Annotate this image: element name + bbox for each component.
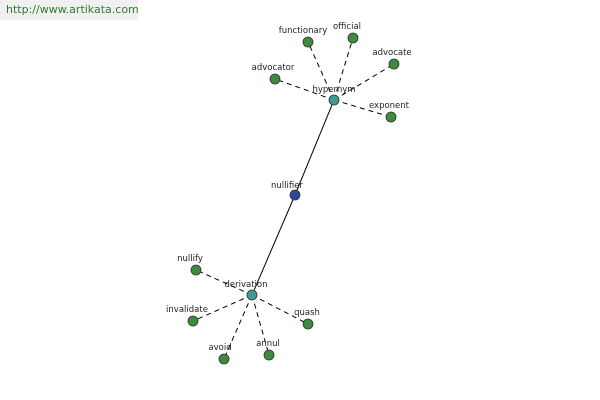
node-annul-label: annul: [256, 339, 280, 349]
node-nullify-dot[interactable]: [190, 264, 202, 276]
node-derivation-dot[interactable]: [246, 289, 258, 301]
edges-layer: [192, 37, 395, 360]
node-derivation-label: derivation: [224, 280, 267, 290]
node-advocate-dot[interactable]: [388, 58, 400, 70]
edge-hypernym-advocate: [333, 63, 395, 101]
edge-derivation-quash: [251, 294, 309, 325]
edge-derivation-annul: [251, 294, 270, 356]
edge-derivation-avoid: [223, 294, 253, 360]
node-nullifier-dot[interactable]: [289, 189, 301, 201]
node-invalidate[interactable]: invalidate: [166, 305, 208, 327]
edge-derivation-nullify: [195, 269, 253, 296]
node-advocator[interactable]: advocator: [252, 63, 295, 85]
node-hypernym-dot[interactable]: [328, 94, 340, 106]
node-hypernym-label: hypernym: [312, 85, 355, 95]
node-exponent-dot[interactable]: [385, 111, 397, 123]
node-invalidate-dot[interactable]: [187, 315, 199, 327]
node-avoid[interactable]: avoid: [208, 343, 232, 365]
node-quash[interactable]: quash: [294, 308, 320, 330]
node-official-label: official: [333, 22, 361, 32]
node-hypernym[interactable]: hypernym: [312, 85, 356, 106]
node-quash-label: quash: [294, 308, 320, 318]
node-annul-dot[interactable]: [263, 349, 275, 361]
node-exponent[interactable]: exponent: [369, 101, 410, 123]
edge-nullifier-derivation: [251, 194, 296, 296]
node-avoid-label: avoid: [208, 343, 231, 353]
node-derivation[interactable]: derivation: [224, 280, 268, 301]
node-exponent-label: exponent: [369, 101, 410, 111]
nodes-layer: nullifier hypernym derivation functionary of…: [166, 22, 412, 365]
node-official-dot[interactable]: [347, 32, 359, 44]
node-functionary-dot[interactable]: [302, 36, 314, 48]
node-invalidate-label: invalidate: [166, 305, 208, 315]
edge-nullifier-hypernym: [294, 99, 335, 196]
node-annul[interactable]: annul: [256, 339, 280, 361]
node-advocator-dot[interactable]: [269, 73, 281, 85]
node-official[interactable]: official: [333, 22, 361, 44]
node-nullifier-label: nullifier: [271, 181, 303, 191]
node-nullify[interactable]: nullify: [177, 254, 203, 276]
node-advocate-label: advocate: [372, 48, 411, 58]
edge-hypernym-functionary: [307, 41, 335, 101]
edge-hypernym-advocator: [274, 78, 335, 101]
node-nullifier[interactable]: nullifier: [271, 181, 303, 201]
edge-hypernym-official: [333, 37, 354, 101]
node-functionary[interactable]: functionary: [279, 26, 327, 48]
watermark-url: http://www.artikata.com: [0, 0, 139, 20]
node-functionary-label: functionary: [279, 26, 327, 36]
node-advocator-label: advocator: [252, 63, 295, 73]
edge-hypernym-exponent: [333, 99, 392, 118]
node-quash-dot[interactable]: [302, 318, 314, 330]
node-nullify-label: nullify: [177, 254, 203, 264]
edge-derivation-invalidate: [192, 294, 253, 322]
node-advocate[interactable]: advocate: [372, 48, 412, 70]
node-avoid-dot[interactable]: [218, 353, 230, 365]
